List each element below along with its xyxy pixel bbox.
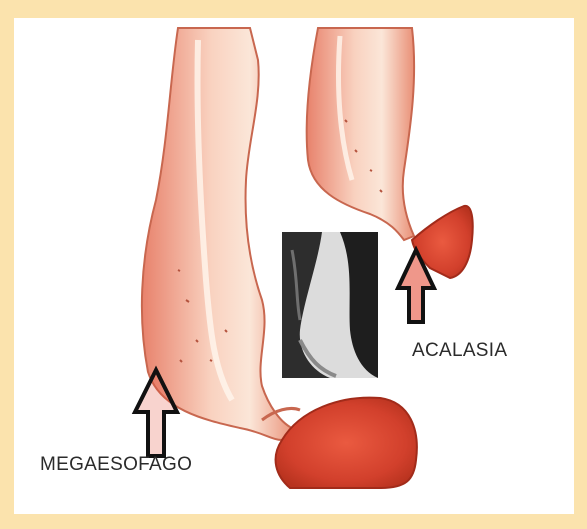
megaesophagus-stomach: [276, 398, 417, 488]
radiograph-inset: [282, 232, 378, 378]
achalasia-tube: [307, 28, 414, 240]
acalasia-label: ACALASIA: [412, 340, 507, 362]
megaesofago-label: MEGAESOFAGO: [40, 454, 192, 476]
